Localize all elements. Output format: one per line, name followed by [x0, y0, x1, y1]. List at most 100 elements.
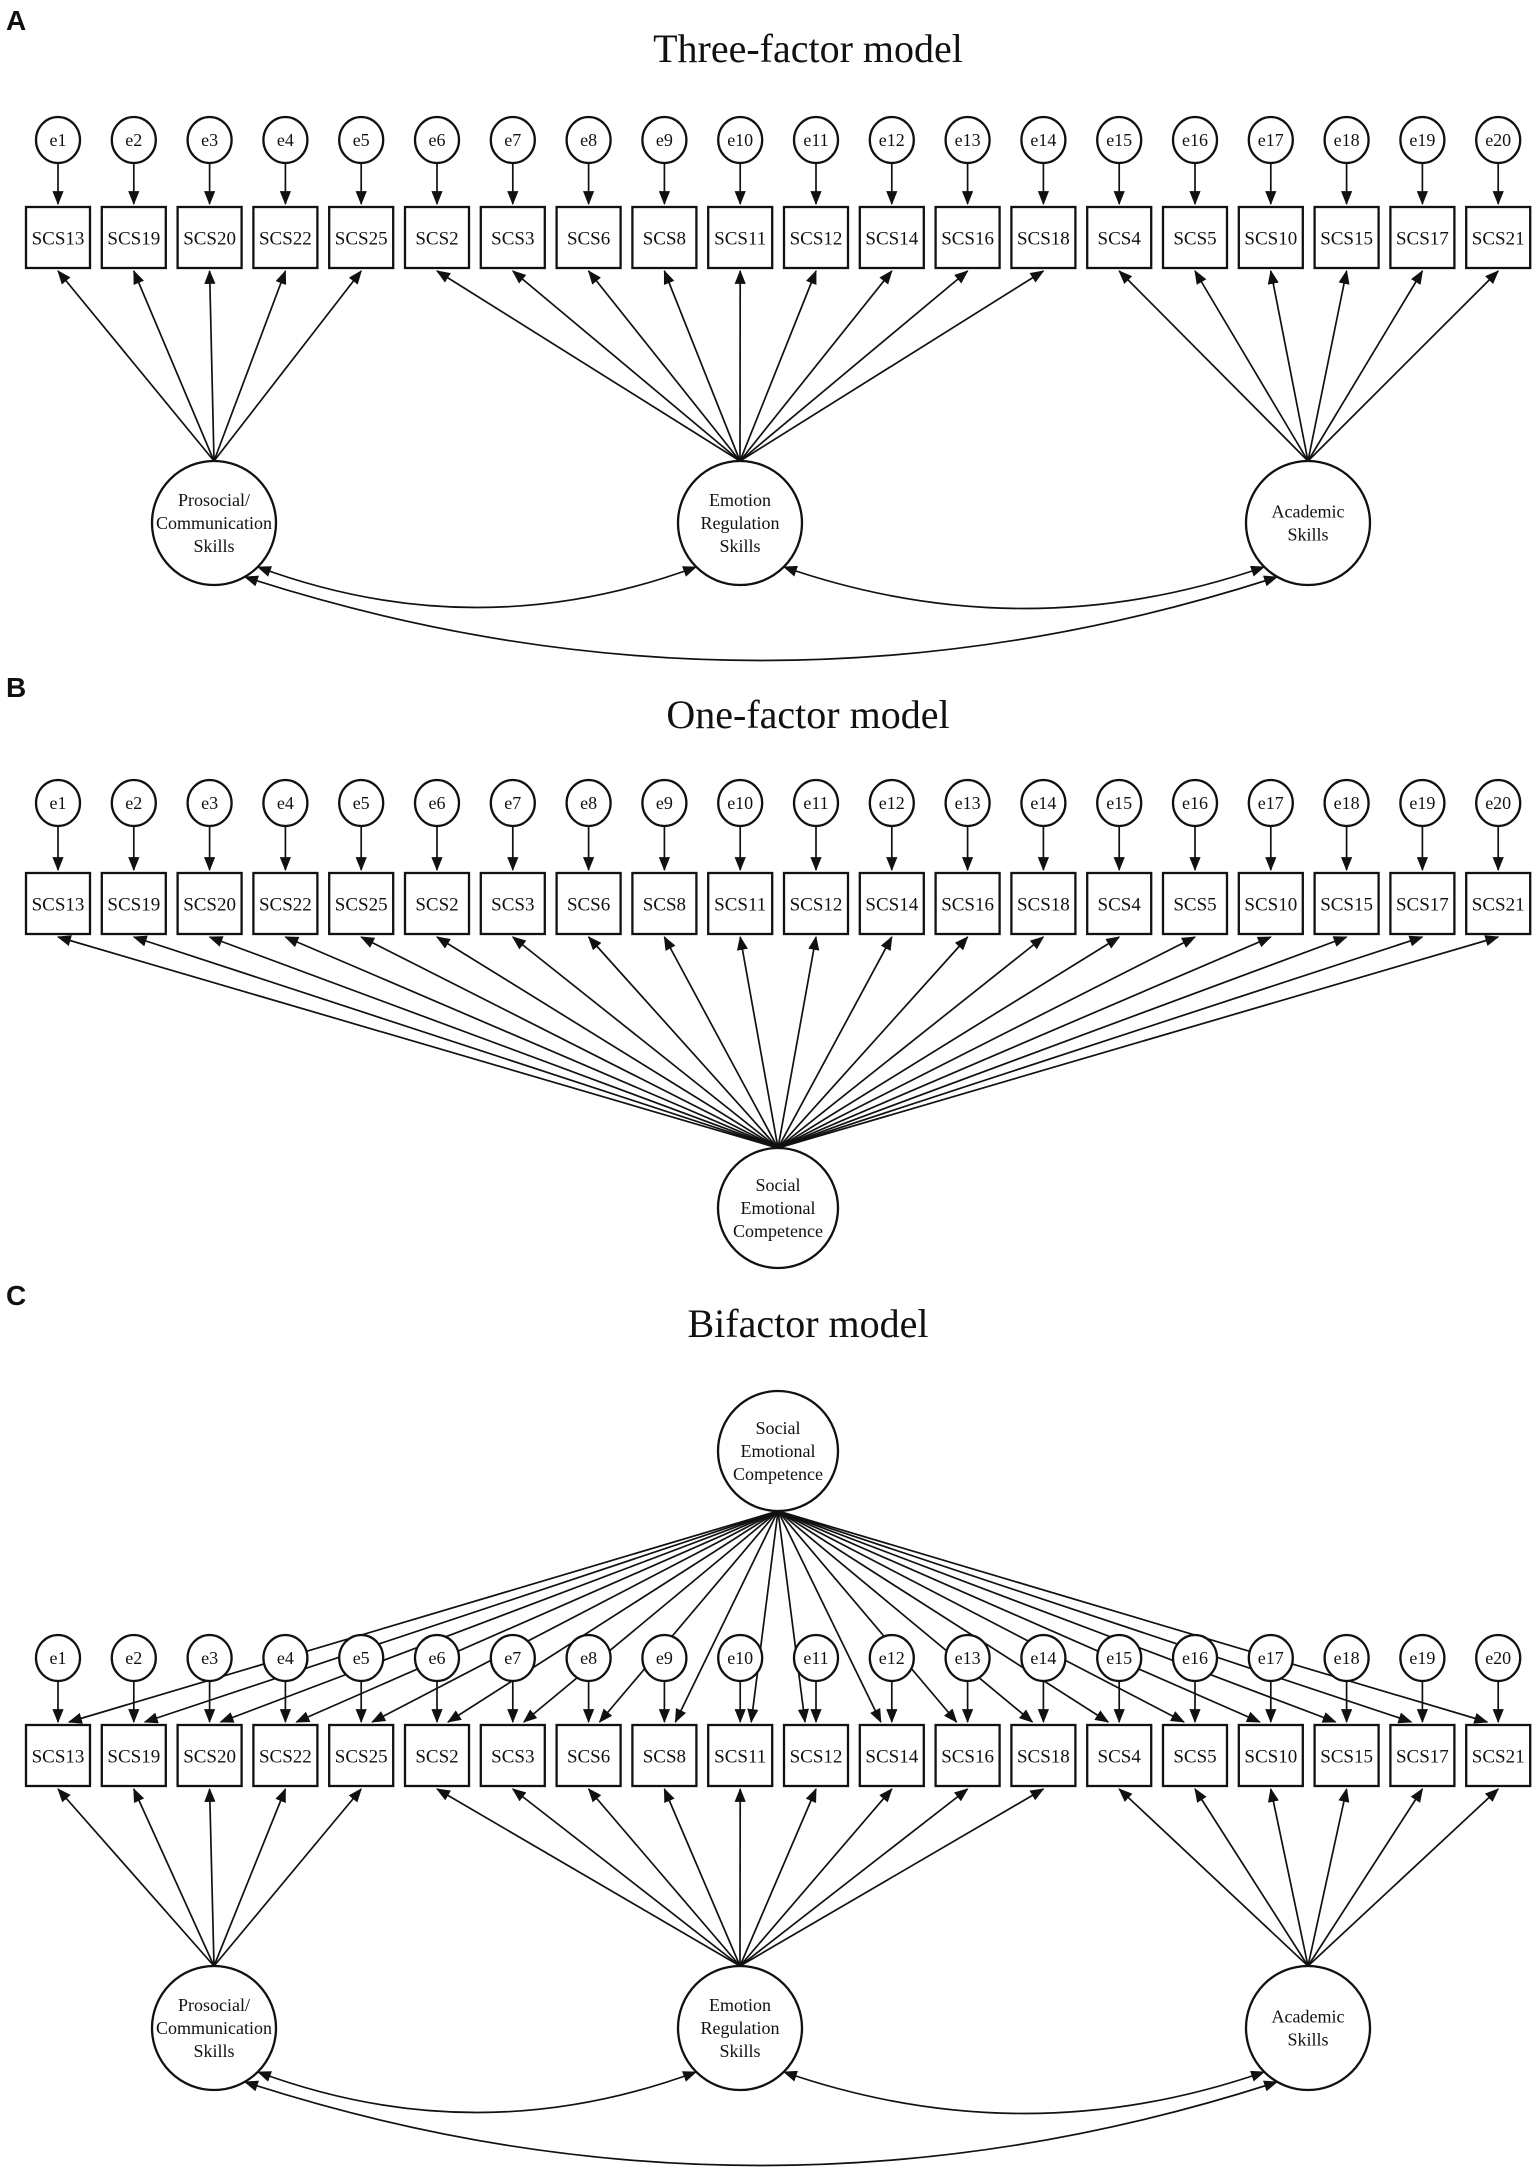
C-loading-academic-skills-SCS17	[1307, 1788, 1424, 1967]
C-loading-emotion-regulation-skills-SCS14	[739, 1788, 893, 1967]
C-general-loading-SCS17	[777, 1510, 1413, 1724]
C-indicator-box-SCS18	[1010, 1723, 1077, 1788]
B-error-label-e3: e3	[201, 793, 218, 813]
B-error-circle-e3	[186, 778, 233, 828]
C-general-loading-SCS16	[777, 1510, 958, 1723]
C-indicator-label-SCS22: SCS22	[259, 1747, 312, 1768]
C-indicator-box-SCS8	[631, 1723, 698, 1788]
A-error-circle-e3	[186, 115, 233, 165]
A-error-circle-e16	[1171, 115, 1219, 165]
C-error-label-e16: e16	[1182, 1648, 1208, 1668]
C-indicator-label-SCS6: SCS6	[567, 1747, 610, 1768]
C-general-loading-SCS4	[777, 1510, 1110, 1723]
A-error-label-e7: e7	[504, 130, 521, 150]
A-indicator-box-SCS14	[858, 205, 925, 270]
C-loading-prosocial-communication-skills-SCS22	[213, 1787, 287, 1967]
B-indicator-label-SCS15: SCS15	[1320, 895, 1373, 916]
A-error-label-e4: e4	[277, 130, 294, 150]
A-indicator-box-SCS25	[328, 205, 395, 270]
B-error-circle-e9	[641, 778, 688, 828]
B-error-circle-e13	[944, 778, 991, 828]
C-general-loading-SCS10	[777, 1510, 1261, 1723]
C-loading-emotion-regulation-skills-SCS18	[739, 1788, 1045, 1967]
C-loading-emotion-regulation-skills-SCS16	[739, 1788, 969, 1967]
A-correlation-emotion-regulation-academic	[782, 565, 1266, 610]
B-general-loading-SCS11	[736, 935, 779, 1149]
C-error-circle-e20	[1475, 1633, 1522, 1683]
panel-letter-B: B	[6, 672, 26, 703]
A-indicator-label-SCS3: SCS3	[491, 229, 534, 250]
C-error-circle-e2	[110, 1633, 157, 1683]
A-error-circle-e18	[1323, 115, 1370, 165]
B-indicator-box-SCS6	[555, 871, 622, 936]
C-indicator-label-SCS13: SCS13	[32, 1747, 85, 1768]
C-general-loading-SCS25	[371, 1510, 779, 1723]
A-indicator-box-SCS5	[1161, 205, 1229, 270]
A-indicator-box-SCS8	[631, 205, 698, 270]
B-general-loading-SCS4	[777, 936, 1121, 1149]
B-general-loading-SCS17	[777, 935, 1424, 1149]
C-factor-academic-skills	[1244, 1964, 1372, 2092]
B-general-loading-SCS20	[208, 936, 779, 1149]
B-indicator-box-SCS22	[252, 871, 319, 936]
C-error-circle-e16	[1171, 1633, 1219, 1683]
C-error-label-e2: e2	[125, 1648, 142, 1668]
C-general-loading-SCS22	[295, 1510, 779, 1723]
A-loading-emotion-regulation-skills-SCS6	[587, 270, 741, 462]
B-indicator-box-SCS18	[1010, 871, 1077, 936]
B-indicator-box-SCS11	[707, 871, 774, 936]
A-indicator-label-SCS25: SCS25	[335, 229, 388, 250]
A-indicator-box-SCS18	[1010, 205, 1077, 270]
C-general-loading-SCS14	[777, 1510, 882, 1724]
A-loading-academic-skills-SCS10	[1267, 269, 1309, 462]
B-error-circle-e17	[1247, 778, 1294, 828]
B-error-circle-e16	[1171, 778, 1219, 828]
C-indicator-box-SCS19	[100, 1723, 167, 1788]
B-indicator-label-SCS25: SCS25	[335, 895, 388, 916]
A-indicator-label-SCS21: SCS21	[1472, 229, 1525, 250]
C-indicator-label-SCS21: SCS21	[1472, 1747, 1525, 1768]
C-factor-social-emotional-competence	[716, 1389, 840, 1513]
A-indicator-box-SCS3	[479, 205, 546, 270]
B-error-label-e18: e18	[1334, 793, 1360, 813]
C-error-label-e8: e8	[580, 1648, 597, 1668]
C-indicator-label-SCS5: SCS5	[1173, 1747, 1216, 1768]
B-error-label-e17: e17	[1258, 793, 1284, 813]
A-loading-academic-skills-SCS4	[1118, 270, 1309, 462]
B-error-circle-e15	[1096, 778, 1143, 828]
C-correlation-prosocial-communication-emotion-regulation	[256, 2071, 698, 2114]
panel-letter-A: A	[6, 5, 26, 36]
A-error-label-e14: e14	[1030, 130, 1056, 150]
C-error-label-e4: e4	[277, 1648, 294, 1668]
C-loading-prosocial-communication-skills-SCS25	[213, 1788, 362, 1967]
C-indicator-label-SCS3: SCS3	[491, 1747, 534, 1768]
C-indicator-label-SCS15: SCS15	[1320, 1747, 1373, 1768]
C-error-label-e10: e10	[727, 1648, 753, 1668]
C-indicator-label-SCS19: SCS19	[107, 1747, 160, 1768]
C-error-circle-e5	[338, 1633, 385, 1683]
A-loading-emotion-regulation-skills-SCS14	[739, 270, 893, 462]
A-loading-prosocial-communication-skills-SCS20	[204, 269, 216, 462]
B-indicator-label-SCS16: SCS16	[941, 895, 994, 916]
B-error-circle-e7	[489, 778, 536, 828]
C-indicator-box-SCS14	[858, 1723, 925, 1788]
C-loading-academic-skills-SCS5	[1194, 1788, 1309, 1967]
B-error-circle-e4	[262, 778, 309, 828]
C-general-loading-SCS18	[777, 1510, 1034, 1723]
A-indicator-label-SCS19: SCS19	[107, 229, 160, 250]
B-indicator-box-SCS17	[1389, 871, 1456, 936]
A-error-label-e6: e6	[429, 130, 446, 150]
A-correlation-prosocial-communication-academic	[243, 575, 1279, 662]
B-indicator-box-SCS10	[1237, 871, 1304, 936]
C-general-loading-SCS8	[674, 1510, 779, 1724]
B-general-loading-SCS13	[56, 935, 779, 1149]
A-error-circle-e6	[413, 115, 461, 165]
A-indicator-box-SCS20	[176, 205, 243, 270]
C-loading-emotion-regulation-skills-SCS2	[436, 1788, 741, 1967]
B-indicator-box-SCS3	[479, 871, 546, 936]
